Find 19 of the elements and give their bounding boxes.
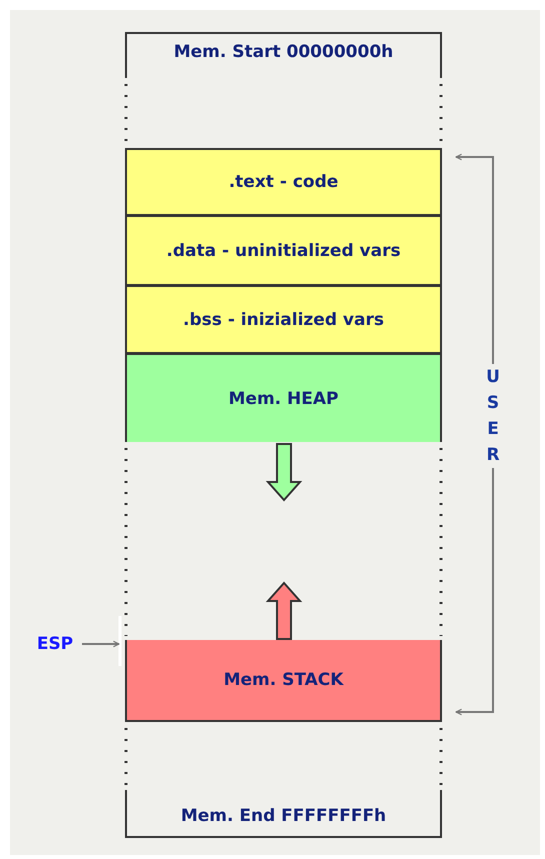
- segment-box: [125, 285, 442, 354]
- segment-box: [125, 353, 442, 442]
- segment-box: [125, 215, 442, 286]
- segment-box: [125, 148, 442, 216]
- band-label: Mem. Start 00000000h: [174, 42, 394, 62]
- segment-label: .text - code: [228, 172, 338, 192]
- arrow: [455, 466, 494, 716]
- bracket-label: USER: [486, 364, 500, 468]
- segment-label: .data - uninitialized vars: [166, 240, 401, 260]
- register-label: ESP: [36, 634, 74, 654]
- arrow: [82, 640, 120, 648]
- arrow: [455, 154, 494, 366]
- segment-label: Mem. STACK: [224, 670, 344, 690]
- band-label: Mem. End FFFFFFFFh: [180, 806, 386, 826]
- segment-label: .bss - inizialized vars: [183, 310, 384, 330]
- memory-band: [125, 790, 442, 838]
- segment-label: Mem. HEAP: [228, 388, 338, 408]
- segment-box: [125, 640, 442, 722]
- memory-band: [125, 32, 442, 78]
